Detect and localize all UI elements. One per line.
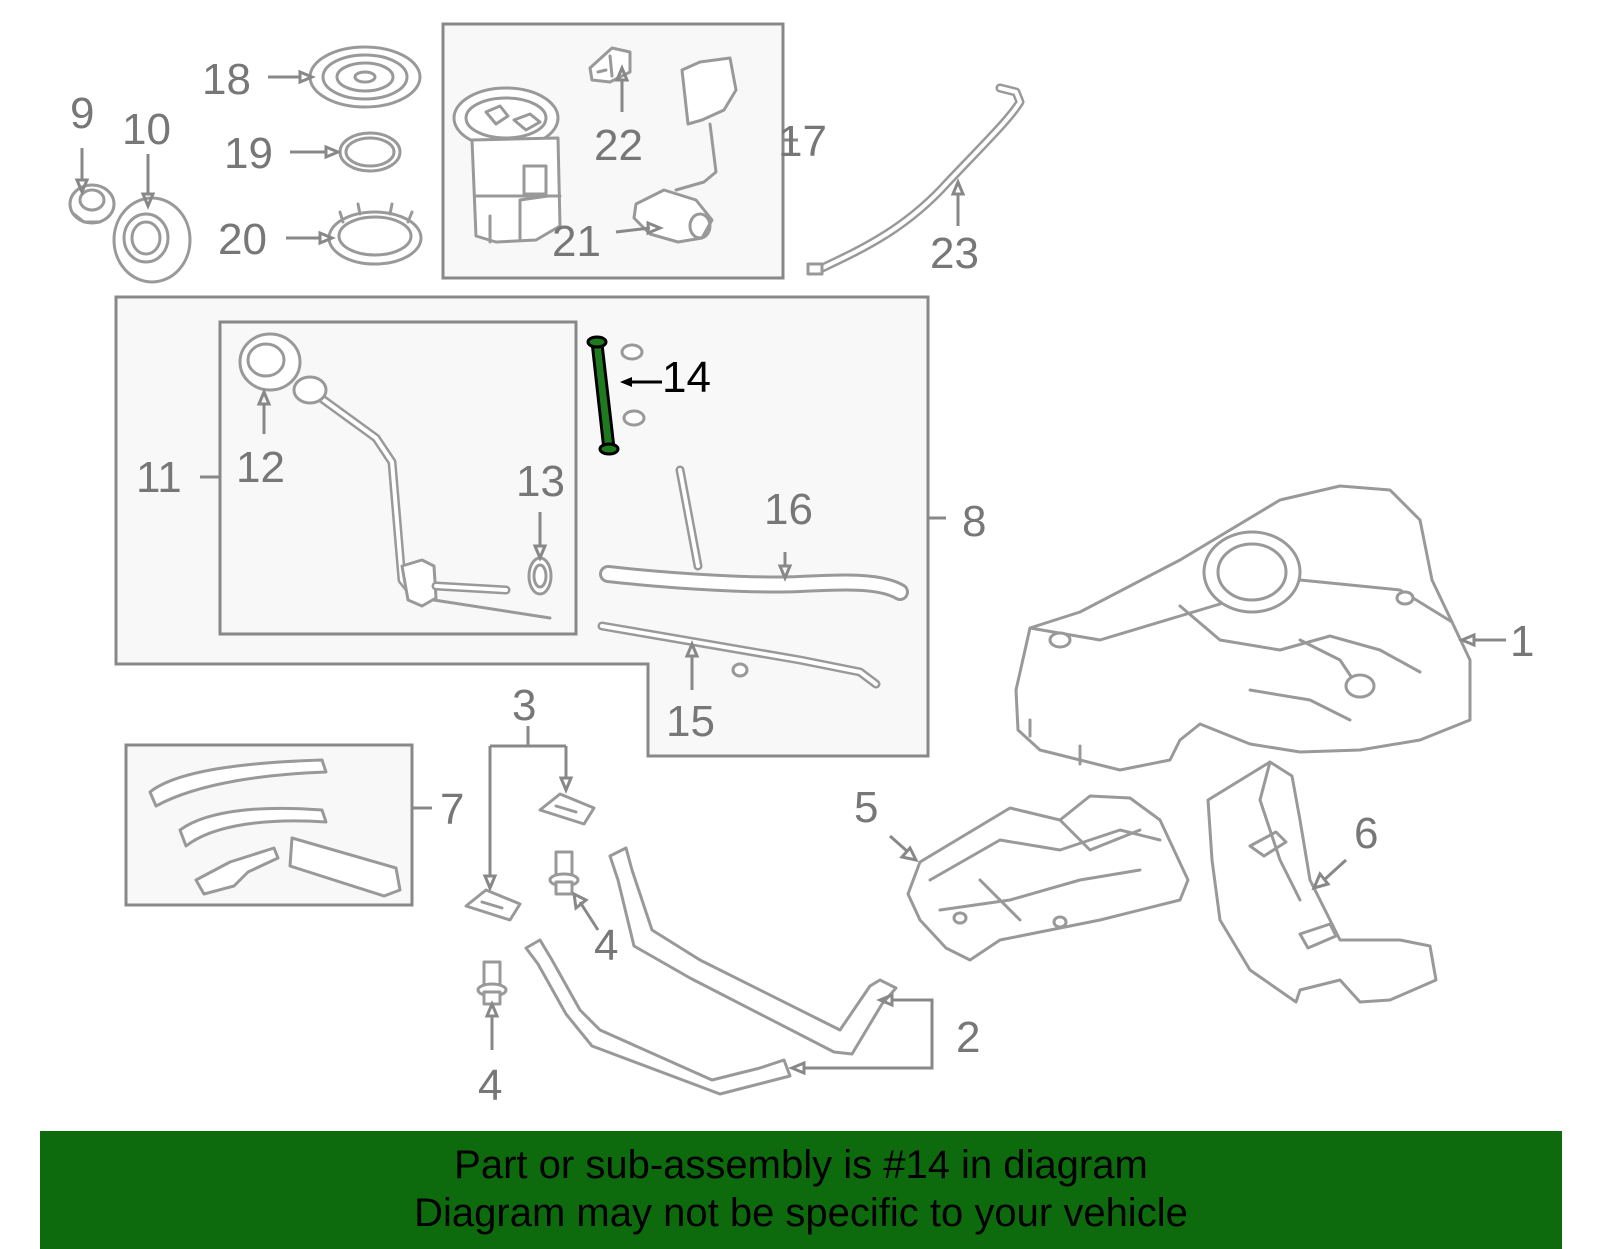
part-18-access-cover[interactable]: [308, 45, 422, 109]
part-2-tank-strap-upper[interactable]: [608, 846, 898, 1056]
label-12[interactable]: 12: [236, 443, 285, 492]
label-15[interactable]: 15: [666, 697, 715, 746]
part-9-fuel-cap[interactable]: [68, 183, 116, 225]
part-21-level-sender[interactable]: [632, 56, 738, 244]
label-10[interactable]: 10: [122, 105, 171, 154]
label-21[interactable]: 21: [552, 217, 601, 266]
part-14-small-clamps[interactable]: [620, 343, 646, 427]
notice-banner: Part or sub-assembly is #14 in diagram D…: [40, 1131, 1562, 1249]
part-2-tank-strap-lower[interactable]: [524, 938, 792, 1096]
part-3-clip-nut-upper[interactable]: [538, 792, 596, 826]
part-23-vent-line[interactable]: [806, 83, 1025, 276]
label-18[interactable]: 18: [202, 55, 251, 104]
part-16-rod[interactable]: [675, 465, 703, 571]
part-20-lock-ring[interactable]: [327, 202, 423, 266]
label-22[interactable]: 22: [594, 121, 643, 170]
part-10-filler-ring[interactable]: [112, 196, 192, 284]
part-4-bolt-upper[interactable]: [548, 850, 580, 896]
part-14-pipe-highlighted[interactable]: [586, 335, 620, 456]
part-5-heat-shield[interactable]: [906, 794, 1190, 962]
label-3[interactable]: 3: [512, 681, 536, 730]
label-14[interactable]: 14: [662, 353, 711, 402]
part-7-strap-kit[interactable]: [148, 758, 402, 898]
part-6-shield[interactable]: [1206, 760, 1438, 1004]
label-7[interactable]: 7: [440, 785, 464, 834]
label-16[interactable]: 16: [764, 485, 813, 534]
banner-line-1: Part or sub-assembly is #14 in diagram: [454, 1143, 1148, 1187]
label-9[interactable]: 9: [70, 89, 94, 138]
part-3-clip-nut-lower[interactable]: [464, 888, 522, 922]
label-5[interactable]: 5: [854, 783, 878, 832]
part-17-fuel-pump-module[interactable]: [452, 86, 562, 244]
label-4-lower[interactable]: 4: [478, 1061, 502, 1110]
label-23[interactable]: 23: [930, 229, 979, 278]
part-11-filler-pipe[interactable]: [292, 375, 552, 620]
banner-line-2: Diagram may not be specific to your vehi…: [414, 1191, 1188, 1235]
part-13-clamp[interactable]: [527, 556, 553, 596]
part-1-fuel-tank[interactable]: [1014, 484, 1472, 772]
label-2[interactable]: 2: [956, 1013, 980, 1062]
label-8[interactable]: 8: [962, 497, 986, 546]
label-13[interactable]: 13: [516, 457, 565, 506]
part-16-hose[interactable]: [599, 565, 909, 601]
label-1[interactable]: 1: [1510, 617, 1534, 666]
part-19-seal-ring[interactable]: [338, 131, 402, 173]
label-17[interactable]: 17: [778, 117, 827, 166]
part-number-labels: 18 19 20 9 10 22 17 21 23 14 12 11 13 16…: [70, 55, 1534, 1110]
label-19[interactable]: 19: [224, 129, 273, 178]
part-4-bolt-lower[interactable]: [476, 960, 508, 1006]
label-11[interactable]: 11: [136, 453, 182, 502]
label-4-upper[interactable]: 4: [594, 921, 618, 970]
label-20[interactable]: 20: [218, 215, 267, 264]
leader-lines: [74, 64, 1506, 1076]
part-12-filler-ring[interactable]: [238, 332, 302, 392]
part-15-fuel-line[interactable]: [597, 621, 881, 689]
label-6[interactable]: 6: [1354, 809, 1378, 858]
